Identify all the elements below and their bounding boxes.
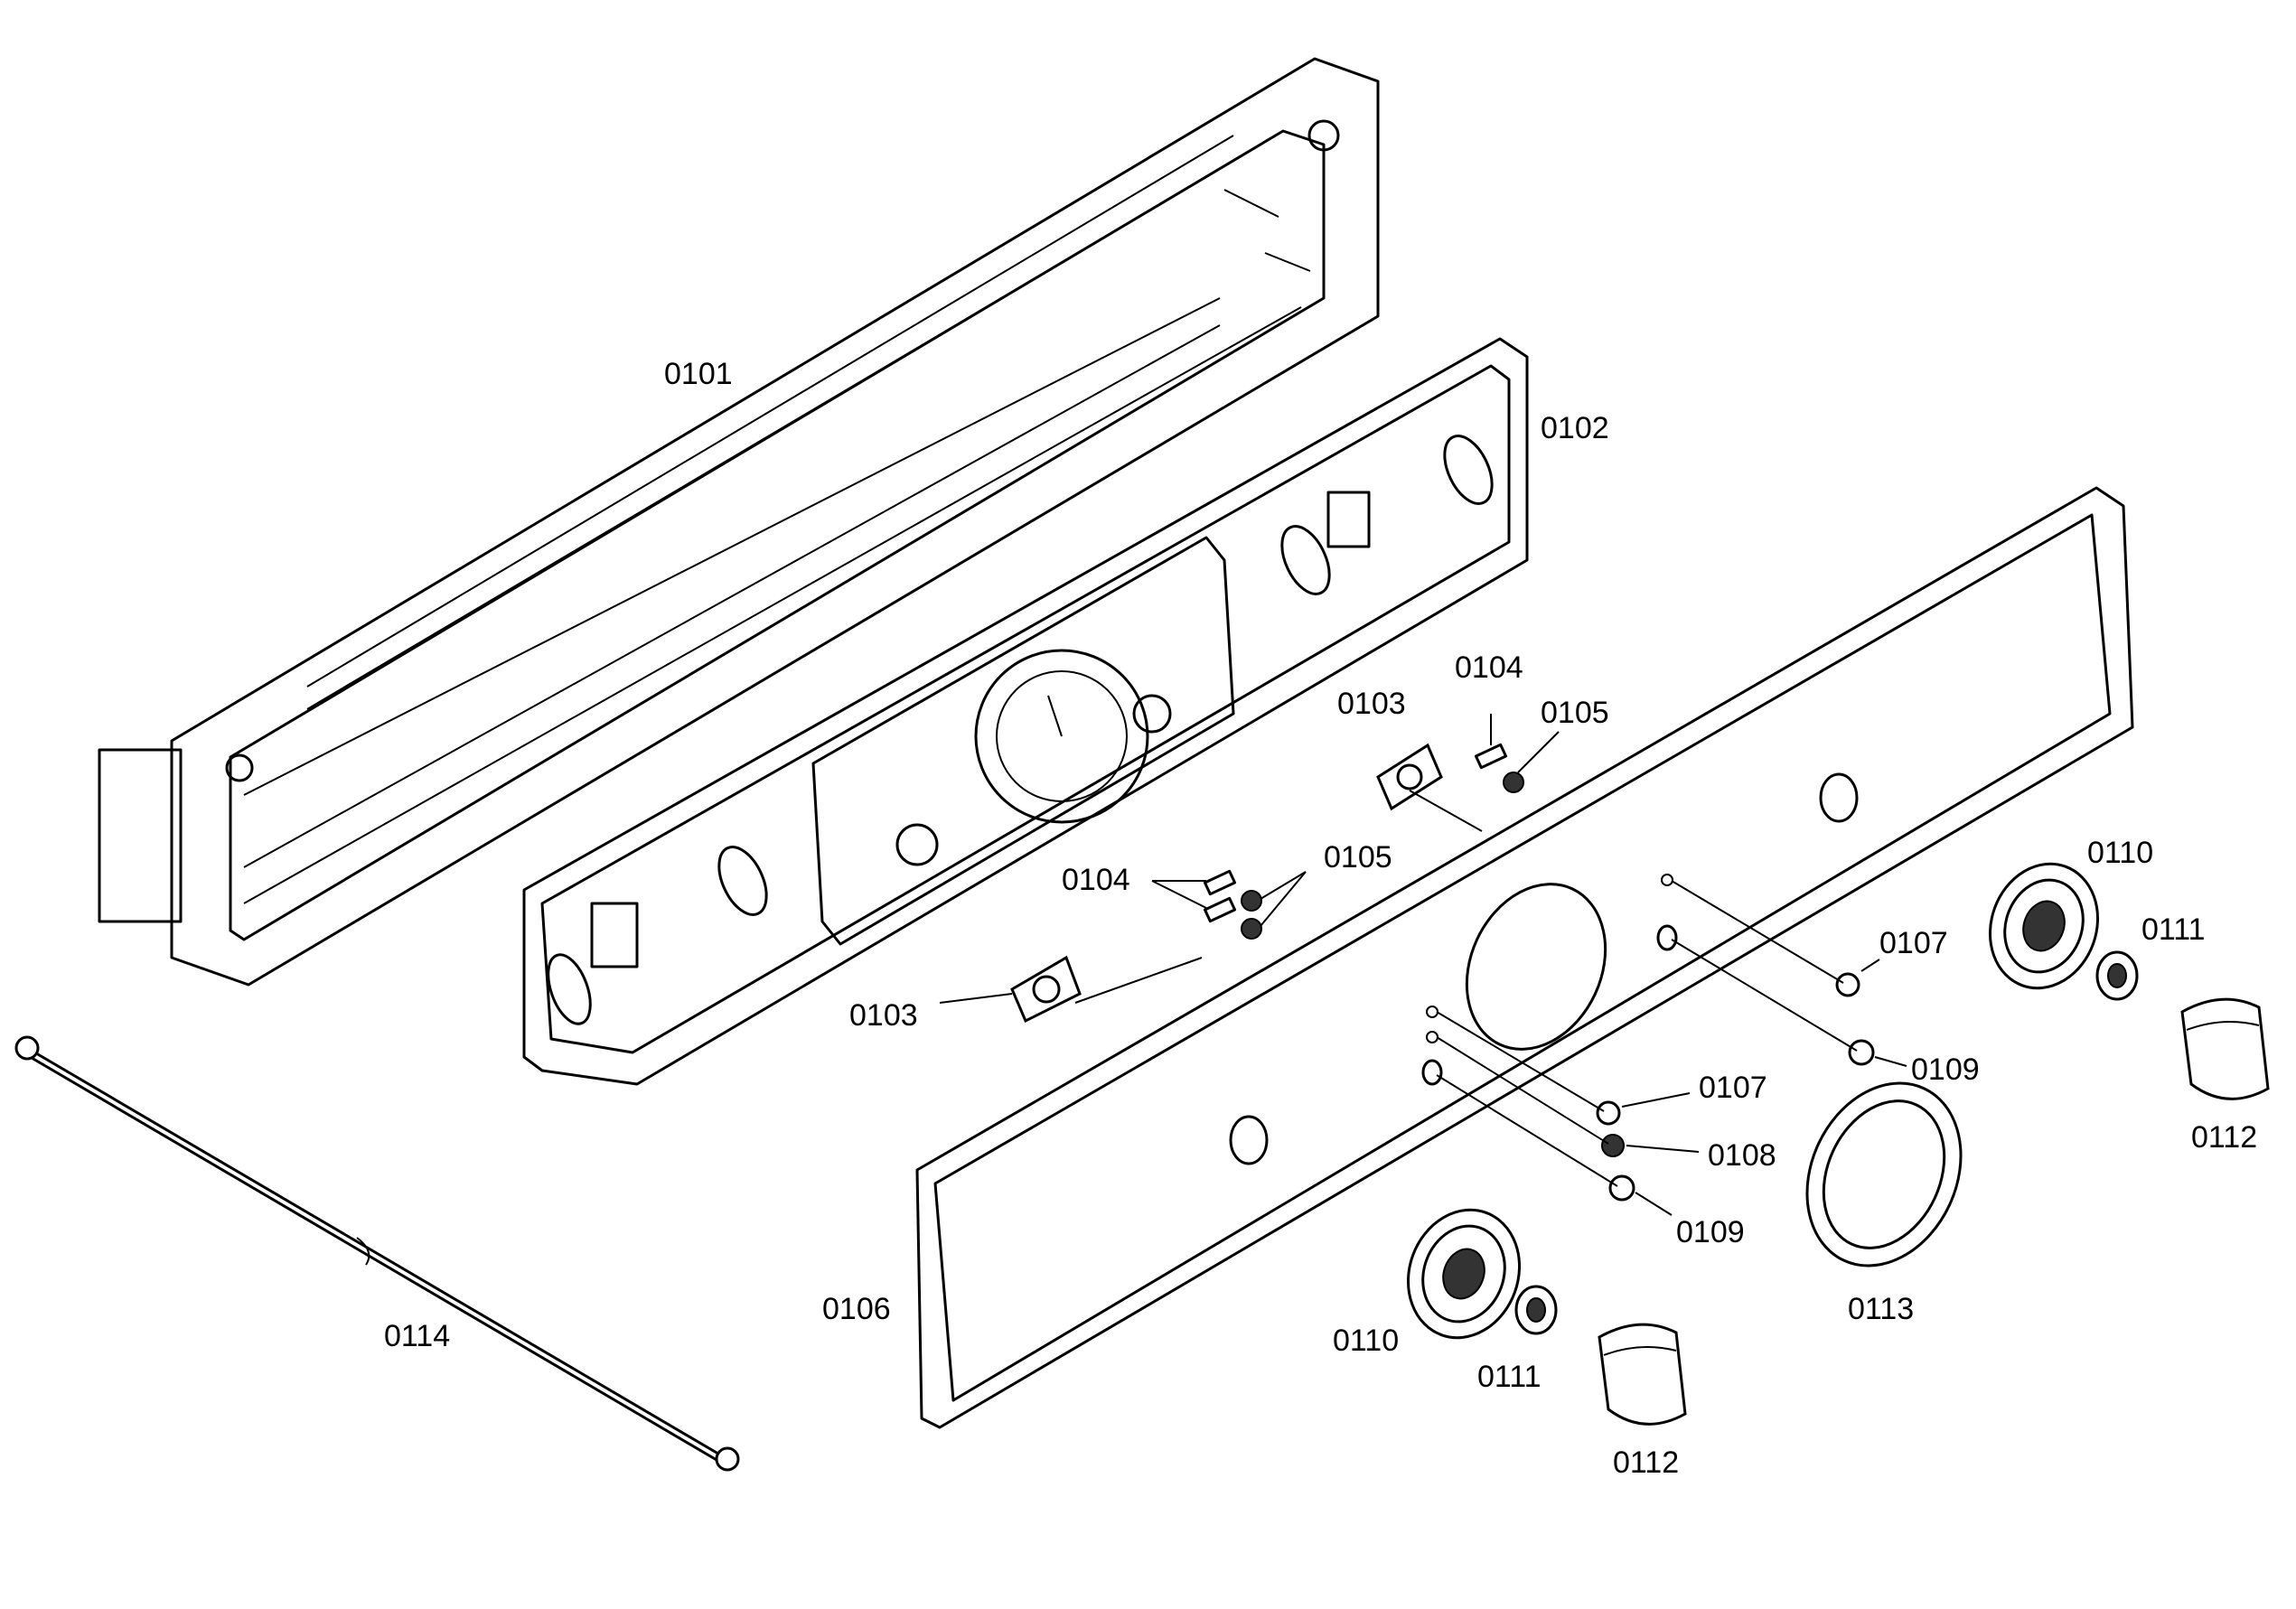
- label-0102: 0102: [1541, 411, 1609, 445]
- part-0112-knob-left: [1598, 1323, 1687, 1426]
- label-0109-lower: 0109: [1676, 1215, 1745, 1249]
- part-0104-light-pipes: [1203, 743, 1508, 923]
- label-0103-lower: 0103: [849, 998, 918, 1033]
- label-0101: 0101: [664, 357, 733, 391]
- label-0114: 0114: [384, 1319, 450, 1353]
- label-0110-lower: 0110: [1333, 1324, 1399, 1358]
- part-0110-knob-bezel-right: [1988, 862, 2100, 990]
- label-0111-upper: 0111: [2141, 912, 2206, 947]
- part-0106-front-panel: [915, 486, 2134, 1429]
- part-0111-adapter-right: [2095, 950, 2139, 1001]
- part-0109-button-lower: [1608, 1174, 1635, 1202]
- label-0113: 0113: [1848, 1292, 1914, 1326]
- label-0109-upper: 0109: [1911, 1052, 1980, 1087]
- part-0114-ground-wire: [14, 1035, 740, 1472]
- label-0107-upper: 0107: [1879, 926, 1948, 960]
- part-0109-button-upper: [1848, 1039, 1875, 1066]
- part-labels: 0101 0102 0103 0103 0104 0104 0105 0105 …: [384, 357, 2257, 1480]
- label-0108: 0108: [1708, 1138, 1776, 1173]
- label-0112-upper: 0112: [2191, 1120, 2257, 1155]
- part-0101-rear-frame: [98, 57, 1380, 987]
- label-0105-upper: 0105: [1541, 696, 1609, 730]
- part-0113-ring: [1805, 1081, 1963, 1268]
- part-0110-knob-bezel-left: [1406, 1208, 1522, 1340]
- label-0105-lower: 0105: [1324, 840, 1392, 875]
- part-0108-button: [1601, 1134, 1625, 1157]
- label-0110-upper: 0110: [2087, 836, 2153, 870]
- part-0111-adapter-left: [1514, 1285, 1558, 1335]
- label-0112-lower: 0112: [1613, 1445, 1679, 1480]
- part-0105-grommets: [1241, 772, 1524, 940]
- label-0111-lower: 0111: [1477, 1360, 1542, 1394]
- part-0107-button-upper: [1835, 972, 1860, 997]
- label-0104-lower: 0104: [1062, 863, 1130, 897]
- leader-lines: [939, 714, 1907, 1216]
- part-0107-button-lower: [1596, 1100, 1621, 1126]
- label-0106: 0106: [822, 1292, 891, 1326]
- label-0103-upper: 0103: [1337, 687, 1406, 721]
- part-0103-bezel-lower: [1010, 955, 1082, 1024]
- label-0107-lower: 0107: [1699, 1071, 1767, 1105]
- part-0102-control-housing: [522, 337, 1529, 1086]
- label-0104-upper: 0104: [1455, 650, 1523, 685]
- part-0103-bezel-upper: [1376, 743, 1443, 811]
- part-0112-knob-right: [2180, 997, 2270, 1100]
